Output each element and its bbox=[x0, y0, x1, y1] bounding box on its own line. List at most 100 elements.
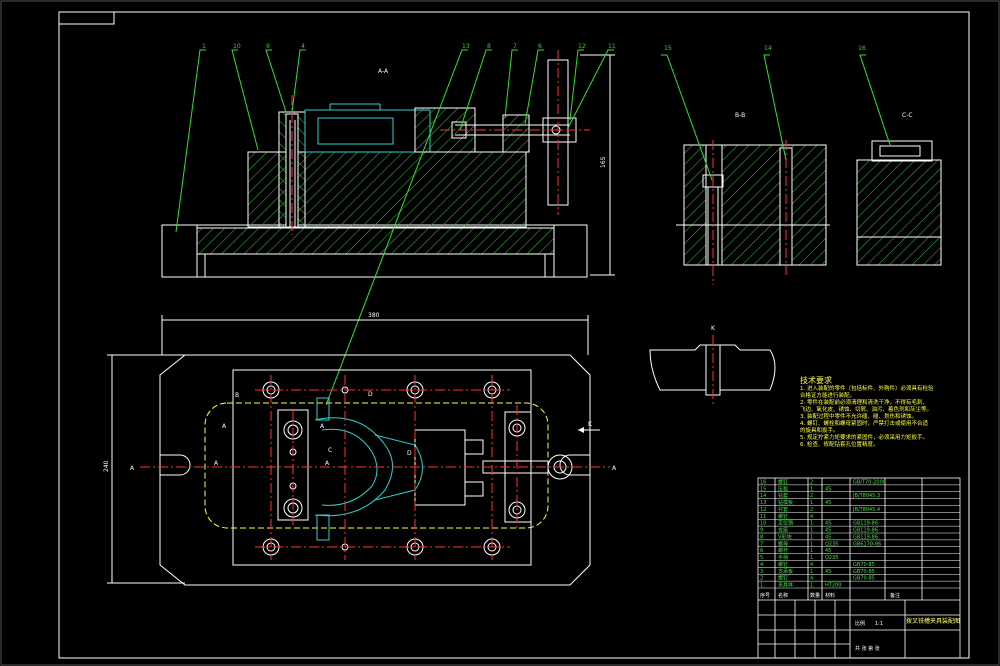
section-bb-view bbox=[661, 54, 830, 285]
parts-cell-qty: 1 bbox=[810, 500, 813, 506]
parts-cell-std: GB/T70-2000 bbox=[853, 479, 886, 485]
svg-text:1: 1 bbox=[202, 43, 206, 50]
parts-cell-std: GB119-86 bbox=[853, 521, 878, 527]
note-line: 5. 规定拧紧力矩要求的紧固件，必须采用力矩扳手。 bbox=[800, 435, 928, 441]
svg-text:B: B bbox=[235, 392, 239, 399]
parts-cell-std: GB70-85 bbox=[853, 562, 875, 568]
svg-text:4: 4 bbox=[301, 43, 305, 50]
notes-title: 技术要求 bbox=[800, 376, 832, 385]
height-dimension: 165 bbox=[600, 156, 607, 168]
view-k bbox=[649, 335, 776, 405]
svg-text:A: A bbox=[130, 465, 135, 472]
parts-cell-name: 螺钉 bbox=[778, 561, 788, 568]
parts-cell-material: 45 bbox=[825, 534, 831, 540]
parts-cell-material: 45 bbox=[825, 548, 831, 554]
parts-cell-name: 螺钉 bbox=[778, 575, 788, 582]
parts-cell-no: 13 bbox=[760, 500, 766, 506]
parts-cell-name: 支座 bbox=[778, 527, 788, 534]
parts-cell-std: GB6170-86 bbox=[853, 541, 881, 547]
note-line: 2. 零件在装配前必须清理和清洗干净，不得有毛刺、 bbox=[800, 400, 928, 406]
section-aa-view bbox=[161, 50, 615, 278]
parts-cell-std: GB70-85 bbox=[853, 569, 875, 575]
svg-text:A: A bbox=[612, 465, 617, 472]
parts-cell-material: HT200 bbox=[825, 583, 841, 589]
svg-text:8: 8 bbox=[487, 43, 491, 50]
svg-text:C: C bbox=[328, 447, 332, 454]
svg-text:6: 6 bbox=[538, 43, 542, 50]
section-marks: A A A A A A B C D D K bbox=[130, 391, 617, 472]
header-name: 名称 bbox=[778, 592, 788, 599]
note-line: 的旋具和扳手。 bbox=[800, 428, 839, 434]
parts-cell-std: JB/T8045.3 bbox=[852, 493, 880, 499]
parts-cell-qty: 1 bbox=[810, 548, 813, 554]
parts-cell-material: 45 bbox=[825, 569, 831, 575]
plan-height-dimension: 240 bbox=[103, 460, 110, 472]
svg-text:9: 9 bbox=[266, 43, 270, 50]
note-line: 飞边、氧化皮、锈蚀、切屑、油污、着色剂和灰尘等。 bbox=[800, 407, 933, 413]
svg-text:10: 10 bbox=[233, 43, 241, 50]
parts-cell-qty: 1 bbox=[810, 521, 813, 527]
parts-cell-std: GB119-86 bbox=[853, 534, 878, 540]
parts-cell-no: 4 bbox=[760, 562, 763, 568]
parts-cell-name: V形块 bbox=[778, 533, 791, 540]
parts-cell-qty: 2 bbox=[810, 493, 813, 499]
svg-text:A: A bbox=[214, 460, 219, 467]
leader-number-bb1: 15 bbox=[664, 45, 672, 52]
parts-cell-name: 定位销 bbox=[778, 520, 793, 527]
parts-cell-material: 45 bbox=[825, 528, 831, 534]
svg-text:A: A bbox=[325, 460, 330, 467]
note-line: 1. 进入装配的零件（包括标件、外购件）必须具有检验 bbox=[800, 386, 934, 392]
parts-cell-no: 7 bbox=[760, 541, 763, 547]
parts-cell-material: 45 bbox=[825, 521, 831, 527]
svg-text:A: A bbox=[222, 423, 227, 430]
leader-numbers-top: 1 10 9 4 13 8 7 6 12 11 bbox=[202, 43, 616, 50]
parts-list-table bbox=[757, 477, 961, 659]
svg-text:7: 7 bbox=[513, 43, 517, 50]
svg-text:A: A bbox=[320, 423, 325, 430]
parts-cell-name: 衬套 bbox=[778, 506, 788, 513]
note-line: 6. 检查、修配钻套孔位置精度。 bbox=[800, 442, 879, 448]
parts-cell-qty: 1 bbox=[810, 534, 813, 540]
plan-view bbox=[107, 315, 610, 586]
parts-cell-qty: 4 bbox=[810, 562, 813, 568]
parts-cell-name: 螺钉 bbox=[778, 513, 788, 520]
parts-cell-no: 2 bbox=[760, 576, 763, 582]
technical-notes: 技术要求 1. 进入装配的零件（包括标件、外购件）必须具有检验 合格证方能进行装… bbox=[800, 376, 950, 449]
section-cc-label: C-C bbox=[902, 112, 913, 119]
svg-text:12: 12 bbox=[578, 43, 586, 50]
parts-cell-no: 1 bbox=[760, 583, 763, 589]
parts-cell-std: JB/T8045.4 bbox=[852, 507, 880, 513]
parts-cell-qty: 2 bbox=[810, 479, 813, 485]
leader-lines-top bbox=[175, 49, 614, 406]
scale-label: 比例 bbox=[855, 620, 865, 627]
parts-cell-no: 12 bbox=[760, 507, 766, 513]
parts-cell-material: 45 bbox=[825, 486, 831, 492]
view-k-label: K bbox=[711, 325, 716, 332]
svg-text:11: 11 bbox=[608, 43, 616, 50]
parts-cell-name: 螺母 bbox=[778, 540, 788, 547]
parts-cell-qty: 1 bbox=[810, 541, 813, 547]
parts-cell-no: 10 bbox=[760, 521, 766, 527]
parts-cell-name: 螺杆 bbox=[778, 547, 788, 554]
parts-cell-material: Q235 bbox=[825, 555, 838, 561]
parts-cell-name: 钻模板 bbox=[778, 499, 793, 506]
scale-value: 1:1 bbox=[875, 621, 883, 627]
parts-cell-name: 手柄 bbox=[778, 554, 788, 561]
parts-cell-qty: 1 bbox=[810, 528, 813, 534]
note-line: 合格证方能进行装配。 bbox=[800, 393, 856, 399]
parts-cell-qty: 1 bbox=[810, 569, 813, 575]
note-line: 4. 螺钉、螺栓和螺母紧固时，严禁打击或使用不合适 bbox=[800, 421, 928, 427]
svg-text:13: 13 bbox=[462, 43, 470, 50]
svg-text:D: D bbox=[407, 450, 412, 457]
parts-cell-name: 钻套 bbox=[778, 492, 788, 499]
drawing-title: 拨叉铣槽夹具装配图 bbox=[906, 617, 960, 625]
parts-cell-no: 8 bbox=[760, 534, 763, 540]
svg-text:K: K bbox=[588, 421, 593, 428]
parts-cell-qty: 1 bbox=[810, 486, 813, 492]
sheet-info: 共 张 第 张 bbox=[855, 645, 880, 652]
parts-cell-qty: 4 bbox=[810, 514, 813, 520]
parts-cell-qty: 4 bbox=[810, 576, 813, 582]
header-qty: 数量 bbox=[810, 592, 820, 599]
